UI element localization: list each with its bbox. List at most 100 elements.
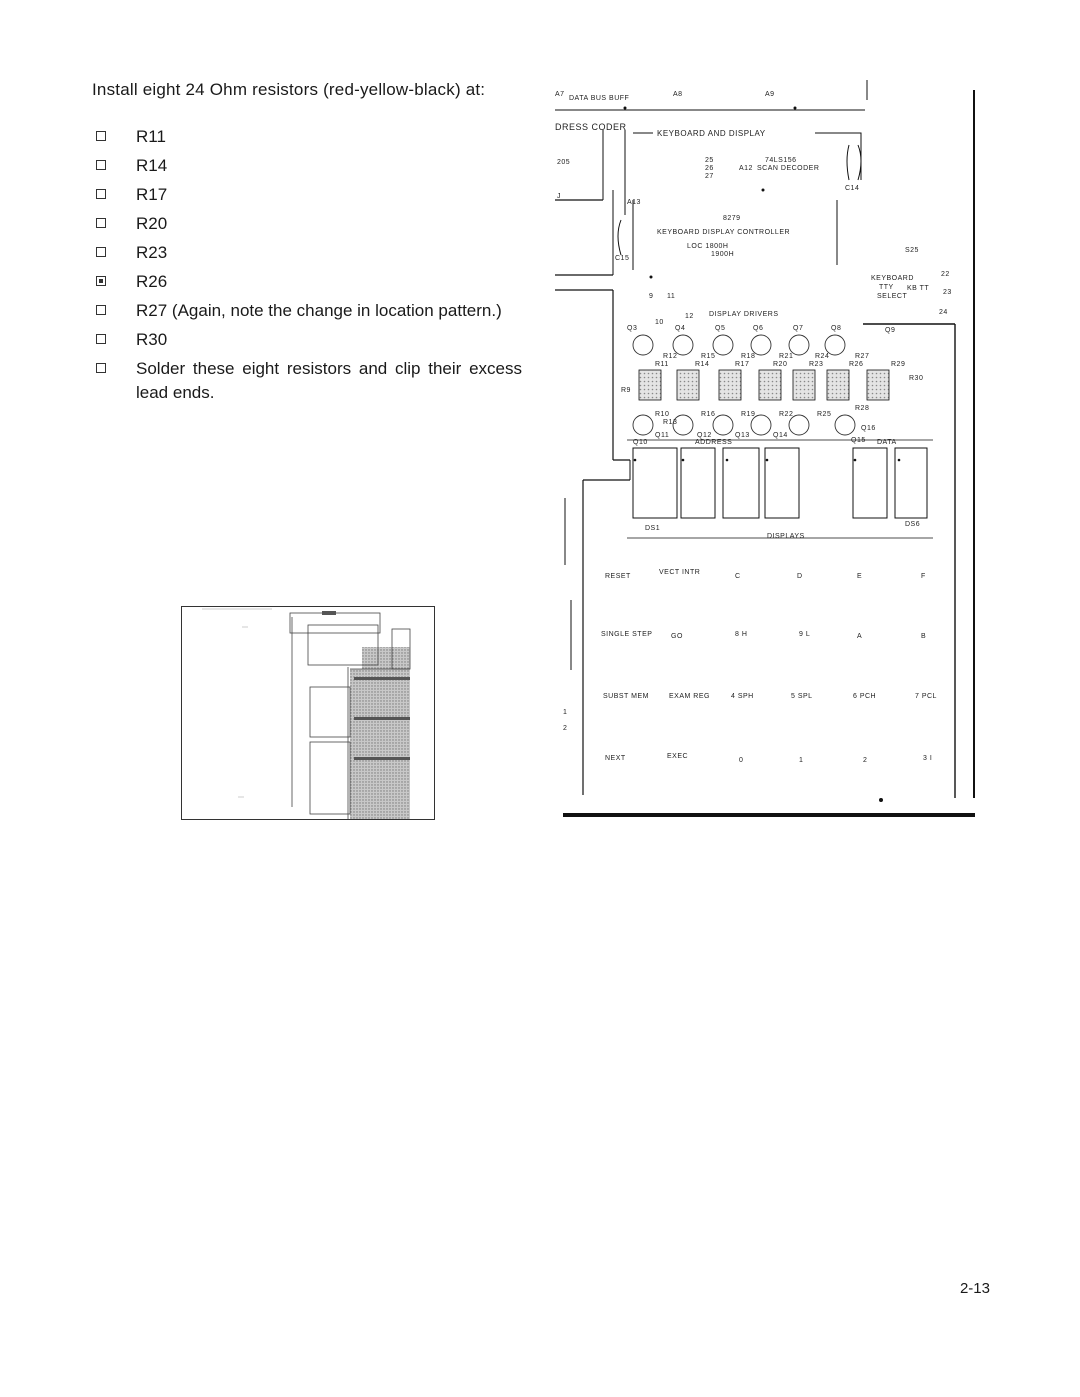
step-list: R11 R14 R17 R20 R23 R26 R27 (Again, note…	[92, 125, 522, 410]
label-ds6: DS6	[905, 521, 920, 528]
label-a9: A9	[765, 91, 775, 98]
key-b: B	[921, 633, 926, 640]
pin-22: 22	[941, 271, 950, 278]
key-9-l: 9 L	[799, 631, 810, 638]
label-r21: R21	[779, 353, 793, 360]
key-2: 2	[863, 757, 867, 764]
page-number: 2-13	[959, 1280, 990, 1297]
label-data: DATA	[877, 439, 897, 446]
checkbox-checked[interactable]	[96, 276, 106, 286]
label-r22: R22	[779, 411, 793, 418]
checkbox[interactable]	[96, 218, 106, 228]
key-next: NEXT	[605, 755, 626, 762]
key-go: GO	[671, 633, 683, 640]
pcb-drawing: A7 DATA BUS BUFF A8 A9 DRESS CODER 205 K…	[555, 80, 977, 817]
label-r25: R25	[817, 411, 831, 418]
label-a13: A13	[627, 199, 641, 206]
label-r13: R13	[663, 419, 677, 426]
label-q4: Q4	[675, 325, 685, 332]
checkbox[interactable]	[96, 160, 106, 170]
step-r20: R20	[92, 212, 522, 236]
label-keyboard: KEYBOARD	[871, 275, 914, 282]
label-kb-tt: KB TT	[907, 285, 929, 292]
key-3-i: 3 I	[923, 755, 932, 762]
label-a12: A12	[739, 165, 753, 172]
label-q16: Q16	[861, 425, 876, 432]
label-r24: R24	[815, 353, 829, 360]
label-q15: Q15	[851, 437, 866, 444]
key-5-spl: 5 SPL	[791, 693, 813, 700]
checkbox[interactable]	[96, 334, 106, 344]
label-ds1: DS1	[645, 525, 660, 532]
label-r28: R28	[855, 405, 869, 412]
label-q14: Q14	[773, 432, 788, 439]
label-1900h: 1900H	[711, 251, 734, 258]
label-r9: R9	[621, 387, 631, 394]
key-4-sph: 4 SPH	[731, 693, 754, 700]
checkbox[interactable]	[96, 131, 106, 141]
label-displays: DISPLAYS	[767, 533, 805, 540]
label-a8: A8	[673, 91, 683, 98]
label-r26: R26	[849, 361, 863, 368]
key-6-pch: 6 PCH	[853, 693, 876, 700]
pin-11: 11	[667, 293, 675, 300]
pin-27: 27	[705, 173, 714, 180]
label-display-drivers: DISPLAY DRIVERS	[709, 311, 779, 318]
key-7-pcl: 7 PCL	[915, 693, 937, 700]
label-205: 205	[557, 159, 570, 166]
key-a: A	[857, 633, 862, 640]
label-r19: R19	[741, 411, 755, 418]
label-keyboard-and-display: KEYBOARD AND DISPLAY	[657, 129, 766, 138]
checkbox[interactable]	[96, 247, 106, 257]
label-r12: R12	[663, 353, 677, 360]
key-vect-intr: VECT INTR	[659, 569, 700, 576]
key-reset: RESET	[605, 573, 631, 580]
key-d: D	[797, 573, 803, 580]
label-r23: R23	[809, 361, 823, 368]
checkbox[interactable]	[96, 305, 106, 315]
label-q8: Q8	[831, 325, 841, 332]
label-q12: Q12	[697, 432, 712, 439]
label-8279: 8279	[723, 215, 741, 222]
pin-24: 24	[939, 309, 948, 316]
label-q9: Q9	[885, 327, 895, 334]
step-r11: R11	[92, 125, 522, 149]
pin-10: 10	[655, 319, 664, 326]
step-r26: R26	[92, 270, 522, 294]
label-q7: Q7	[793, 325, 803, 332]
board-locator-thumbnail	[181, 606, 435, 820]
step-r27: R27 (Again, note the change in location …	[92, 299, 522, 323]
locator-drawing	[202, 608, 411, 819]
step-r30: R30	[92, 328, 522, 352]
pin-9: 9	[649, 293, 653, 300]
label-q5: Q5	[715, 325, 725, 332]
label-tty: TTY	[879, 284, 894, 291]
key-1: 1	[799, 757, 803, 764]
intro-text: Install eight 24 Ohm resistors (red-yell…	[92, 80, 486, 99]
label-r15: R15	[701, 353, 715, 360]
pin-26: 26	[705, 165, 714, 172]
pin-23: 23	[943, 289, 952, 296]
key-8-h: 8 H	[735, 631, 747, 638]
checkbox[interactable]	[96, 363, 106, 373]
label-q3: Q3	[627, 325, 637, 332]
label-q13: Q13	[735, 432, 750, 439]
label-keyboard-display-controller: KEYBOARD DISPLAY CONTROLLER	[657, 229, 790, 236]
label-select: SELECT	[877, 293, 907, 300]
label-r17: R17	[735, 361, 749, 368]
label-q11: Q11	[655, 432, 669, 439]
label-r16: R16	[701, 411, 715, 418]
key-single-step: SINGLE STEP	[601, 631, 652, 638]
label-r27: R27	[855, 353, 869, 360]
key-exam-reg: EXAM REG	[669, 693, 710, 700]
mark-1: 1	[563, 709, 567, 716]
checkbox[interactable]	[96, 189, 106, 199]
label-address-decoder: DRESS CODER	[555, 122, 627, 132]
pin-25: 25	[705, 157, 714, 164]
label-a7: A7	[555, 91, 565, 98]
step-r23: R23	[92, 241, 522, 265]
label-s25: S25	[905, 247, 919, 254]
key-exec: EXEC	[667, 753, 688, 760]
key-0: 0	[739, 757, 743, 764]
pin-12: 12	[685, 313, 694, 320]
